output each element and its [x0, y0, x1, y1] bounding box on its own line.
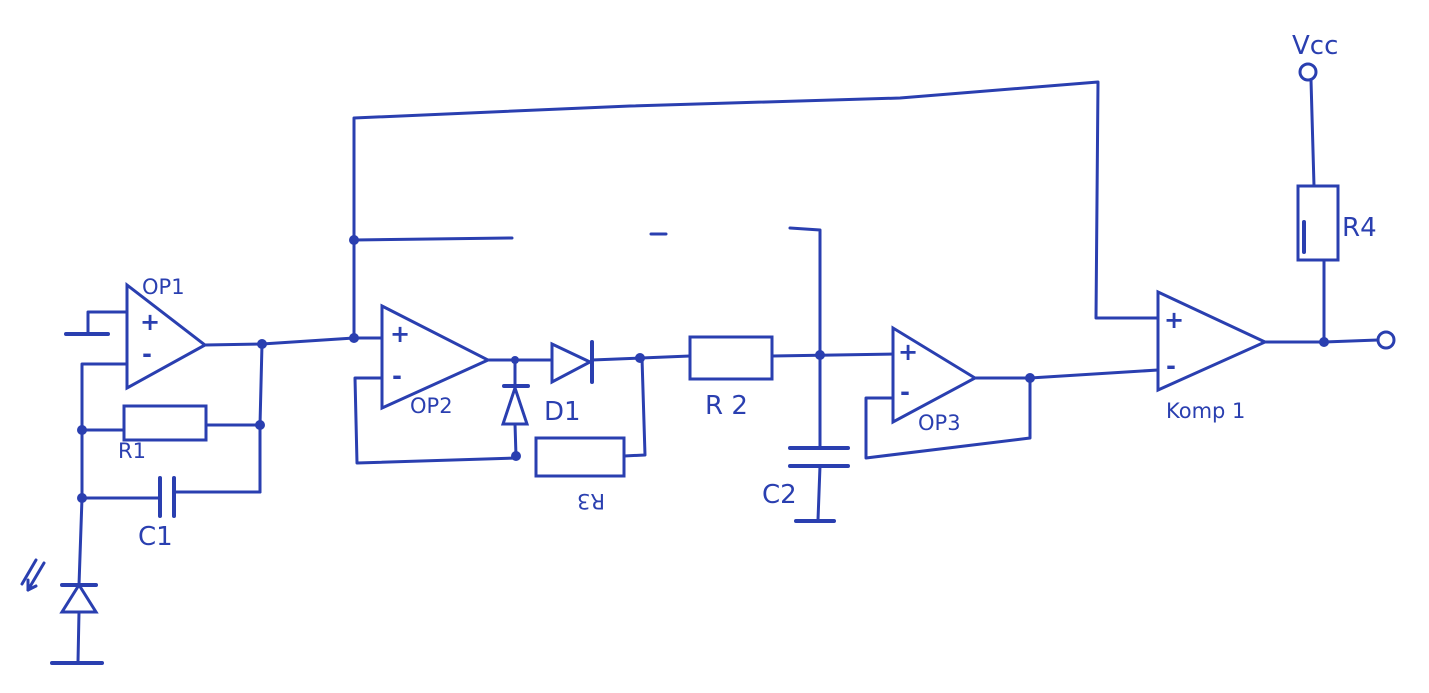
- op3-amplifier: + - OP3: [891, 325, 979, 435]
- r4-upper-wire: [1309, 78, 1316, 188]
- r3-label: R3: [577, 489, 605, 513]
- left-bus-wire: [77, 428, 84, 587]
- op1-feedback-bus: [258, 342, 264, 494]
- node-r3-left: [511, 451, 521, 461]
- node-op1-out: [257, 339, 267, 349]
- r4-resistor: [1296, 184, 1340, 262]
- r2-label: R 2: [705, 391, 748, 421]
- r3-resistor: [534, 436, 626, 478]
- r4-label: R4: [1342, 213, 1377, 243]
- c1-label: C1: [138, 522, 173, 552]
- d1-diode: [550, 340, 594, 385]
- op2-amplifier: + - OP2: [380, 303, 492, 418]
- op3-label: OP3: [918, 411, 961, 435]
- node-op3-out: [1025, 373, 1035, 383]
- op1-minus-pin: -: [142, 340, 152, 368]
- op2-plus-pin: +: [390, 320, 410, 348]
- c2-top-wire: [788, 226, 822, 357]
- d2-diode: [500, 358, 530, 458]
- op1-output-wire: [203, 336, 356, 347]
- r2-right-wire: [770, 352, 897, 358]
- c2-wire-lower: [816, 464, 822, 522]
- light-arrows-icon: [20, 558, 46, 592]
- r2-resistor: [688, 335, 774, 381]
- vcc-terminal: [1298, 62, 1318, 82]
- reset-line-wire: [352, 236, 514, 242]
- op1-plus-pin: +: [140, 308, 160, 336]
- r1-resistor: [122, 404, 208, 442]
- op2-minus-pin: -: [392, 362, 402, 390]
- photodiode: [50, 582, 104, 665]
- komp1-plus-pin: +: [1164, 306, 1184, 334]
- op3-output-wire: [973, 368, 1160, 380]
- op2-label: OP2: [410, 394, 453, 418]
- op1-minus-wire: [80, 362, 129, 432]
- r1-label: R1: [118, 439, 146, 463]
- komp1-minus-pin: -: [1166, 352, 1176, 380]
- komp1-label: Komp 1: [1166, 399, 1245, 423]
- node-reset: [349, 235, 359, 245]
- op3-plus-pin: +: [898, 338, 918, 366]
- op2-minus-feedback: [353, 376, 520, 465]
- op1-amplifier: + - OP1: [125, 275, 208, 391]
- komp1-comparator: + - Komp 1: [1156, 289, 1269, 423]
- top-feedback-wire: [352, 80, 1162, 340]
- c1-capacitor: [158, 476, 176, 518]
- c2-capacitor: [788, 446, 850, 468]
- op3-minus-feedback: [864, 376, 1032, 460]
- output-terminal: [1376, 330, 1396, 350]
- op3-minus-pin: -: [900, 378, 910, 406]
- vcc-label: Vcc: [1292, 31, 1338, 61]
- r3-right-wire: [622, 356, 647, 458]
- op1-label: OP1: [142, 275, 185, 299]
- node-r1-right: [255, 420, 265, 430]
- c2-label: C2: [762, 480, 797, 510]
- d1-label: D1: [544, 397, 581, 427]
- op1-plus-wire: [86, 310, 129, 335]
